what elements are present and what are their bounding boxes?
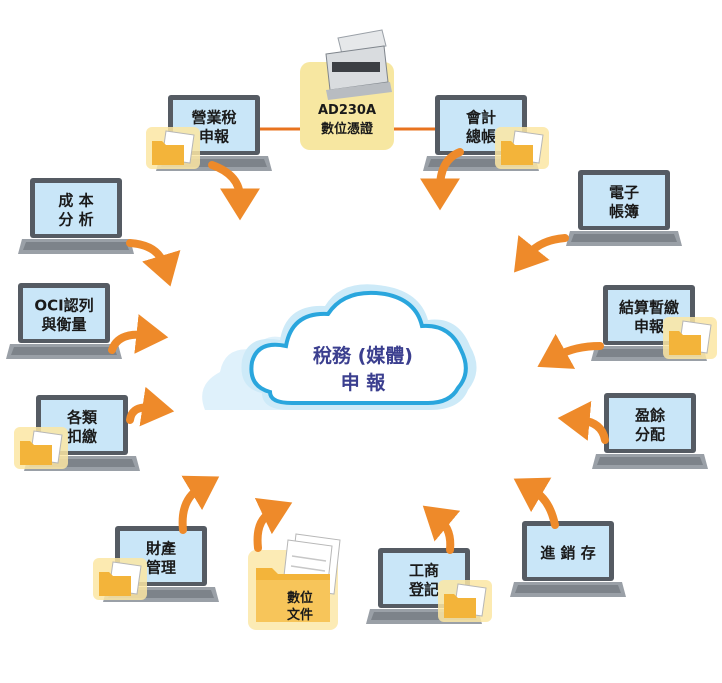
scanner-caption: 數位憑證 — [321, 121, 374, 137]
arrow-withholding — [126, 386, 175, 427]
arrow-e-ledger — [513, 234, 569, 273]
laptop-label: 分 析 — [58, 211, 93, 229]
digital-docs-line-1: 數位 — [287, 590, 313, 606]
arrow-business-registration — [422, 505, 461, 554]
laptop-label: 管理 — [146, 559, 176, 577]
laptop-keyboard — [597, 457, 703, 465]
laptop-label: 申報 — [634, 318, 665, 336]
laptop-label: 進 銷 存 — [540, 544, 595, 562]
arrow-property — [178, 475, 220, 534]
arrow-sales-tax — [208, 161, 260, 221]
folder-icon — [14, 427, 68, 469]
arrow-inventory — [513, 477, 559, 529]
folder-icon — [495, 127, 549, 169]
laptop-label: 成 本 — [58, 192, 93, 210]
arrow-settlement — [537, 333, 604, 369]
laptop-screen — [583, 175, 665, 226]
folder-icon — [93, 558, 147, 600]
scanner-model: AD230A — [318, 103, 376, 118]
folder-icon — [256, 568, 330, 622]
laptop-keyboard — [23, 242, 129, 250]
laptop-label: 登記 — [408, 581, 439, 599]
center-title-line-1: 稅務 (媒體) — [313, 344, 413, 367]
arrow-group — [108, 148, 609, 554]
center-cloud: 稅務 (媒體) 申 報 — [241, 284, 477, 410]
laptop-label: OCI認列 — [34, 297, 93, 315]
laptop-label: 營業稅 — [191, 109, 237, 127]
center-title-line-2: 申 報 — [341, 371, 387, 394]
laptop-label: 會計 — [466, 109, 496, 127]
arrow-digital-docs — [253, 498, 293, 552]
laptop-label: 分配 — [635, 426, 665, 444]
arrow-cost-analysis — [126, 239, 181, 287]
scanner-icon — [325, 29, 392, 100]
folder-icon — [663, 317, 717, 359]
folder-icon — [146, 127, 200, 169]
laptop-label: 總帳 — [466, 128, 496, 146]
laptop-keyboard — [515, 585, 621, 593]
laptop-screen — [23, 288, 105, 339]
arrow-oci — [108, 314, 169, 354]
laptop-label: 電子 — [609, 184, 639, 202]
laptop-label: 扣繳 — [67, 428, 97, 446]
laptop-screen — [609, 398, 691, 449]
laptop-label: 申報 — [199, 128, 230, 146]
laptop-label: 盈餘 — [634, 407, 666, 425]
laptop-screen — [35, 183, 117, 234]
laptop-keyboard — [571, 234, 677, 242]
laptop-cost-analysis: 成 本分 析 — [18, 178, 134, 254]
laptop-label: 與衡量 — [41, 316, 86, 334]
digital-docs-line-2: 文件 — [287, 607, 313, 623]
laptop-label: 結算暫繳 — [619, 299, 679, 317]
laptop-screen — [527, 526, 609, 577]
digital-docs: 數位 文件 — [248, 533, 341, 630]
arrow-surplus — [557, 400, 609, 444]
laptop-label: 各類 — [66, 409, 98, 427]
laptop-label: 帳簿 — [609, 203, 639, 221]
laptop-keyboard — [11, 347, 117, 355]
laptop-inventory: 進 銷 存 — [510, 521, 626, 597]
laptop-label: 財產 — [145, 540, 176, 558]
laptop-label: 工商 — [409, 562, 439, 580]
scanner-card: AD230A 數位憑證 — [300, 29, 394, 150]
arrow-general-ledger — [420, 148, 464, 211]
folder-icon — [438, 580, 492, 622]
